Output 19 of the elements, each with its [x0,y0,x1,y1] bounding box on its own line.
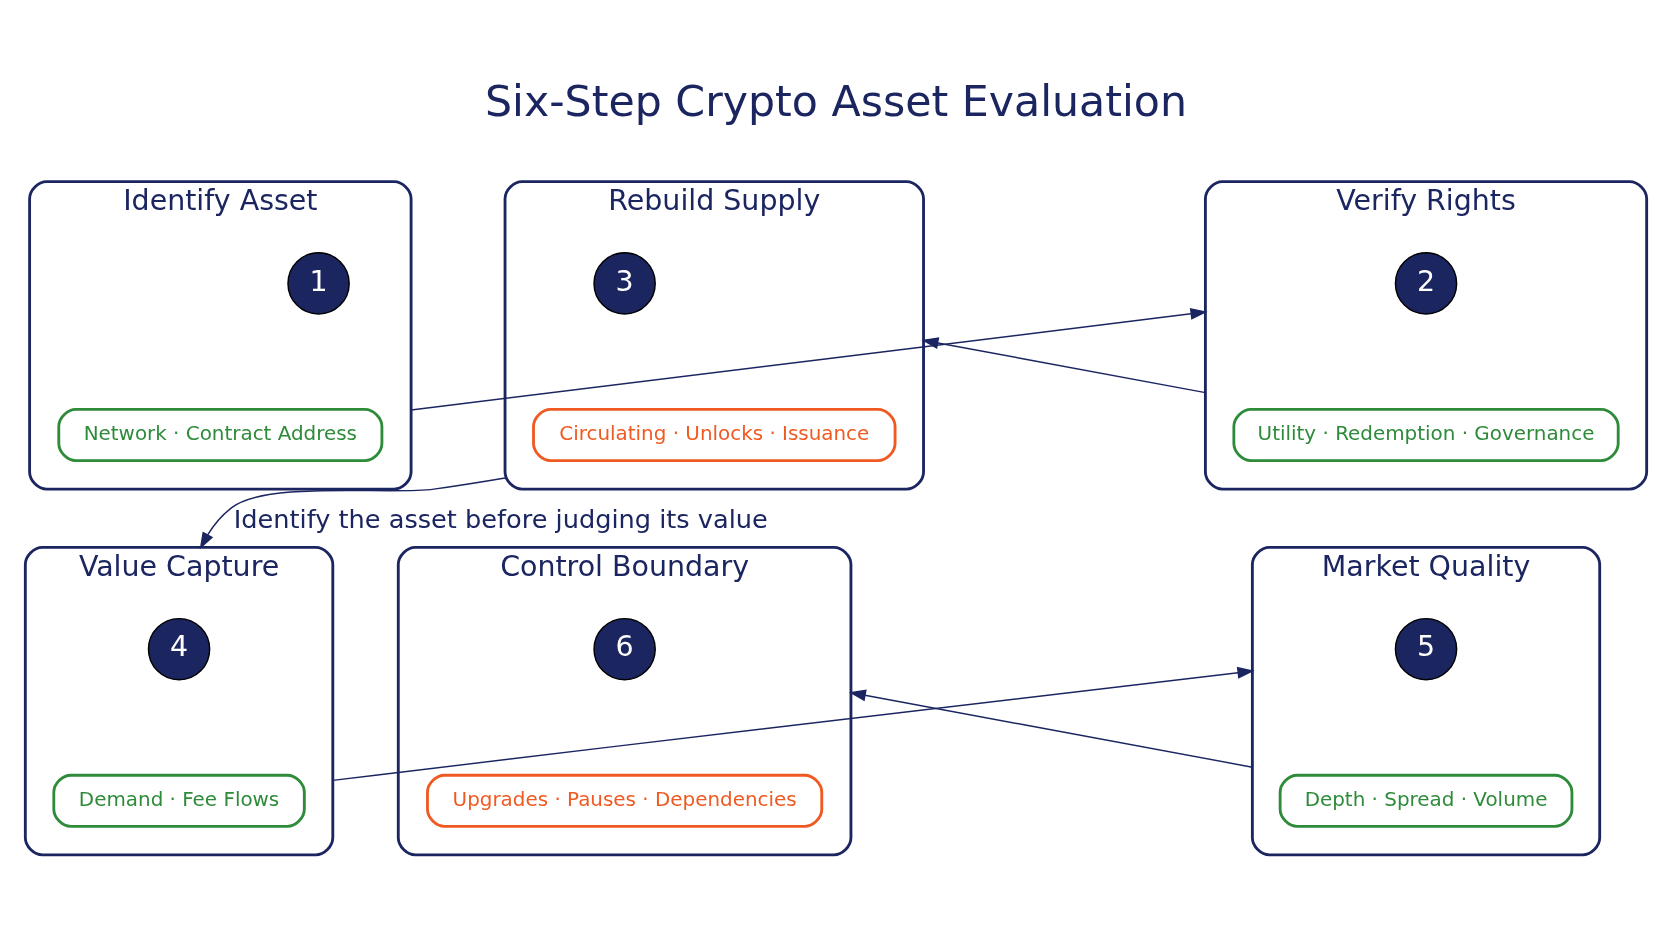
node-box: Circulating · Unlocks · Issuance [532,407,897,462]
edge-label: Identify the asset before judging its value [233,503,768,534]
arrow [848,689,1254,768]
node-circle: 3 [593,251,656,315]
node-box: Depth · Spread · Volume [1278,773,1574,828]
arrow [410,307,1208,411]
node-circle: 2 [1394,251,1458,315]
node-box: Demand · Fee Flows [52,773,306,828]
node-box: Network · Contract Address [57,407,384,462]
node-circle: 6 [593,617,656,681]
node-circle: 4 [147,617,211,681]
diagram-title: Six-Step Crypto Asset Evaluation [484,75,1188,126]
arrow [199,476,506,549]
arrow [921,336,1207,393]
node-circle: 5 [1394,617,1458,681]
node-box: Utility · Redemption · Governance [1232,407,1620,462]
arrow [332,666,1255,781]
node-box: Upgrades · Pauses · Dependencies [426,773,824,828]
node-circle: 1 [287,251,350,315]
